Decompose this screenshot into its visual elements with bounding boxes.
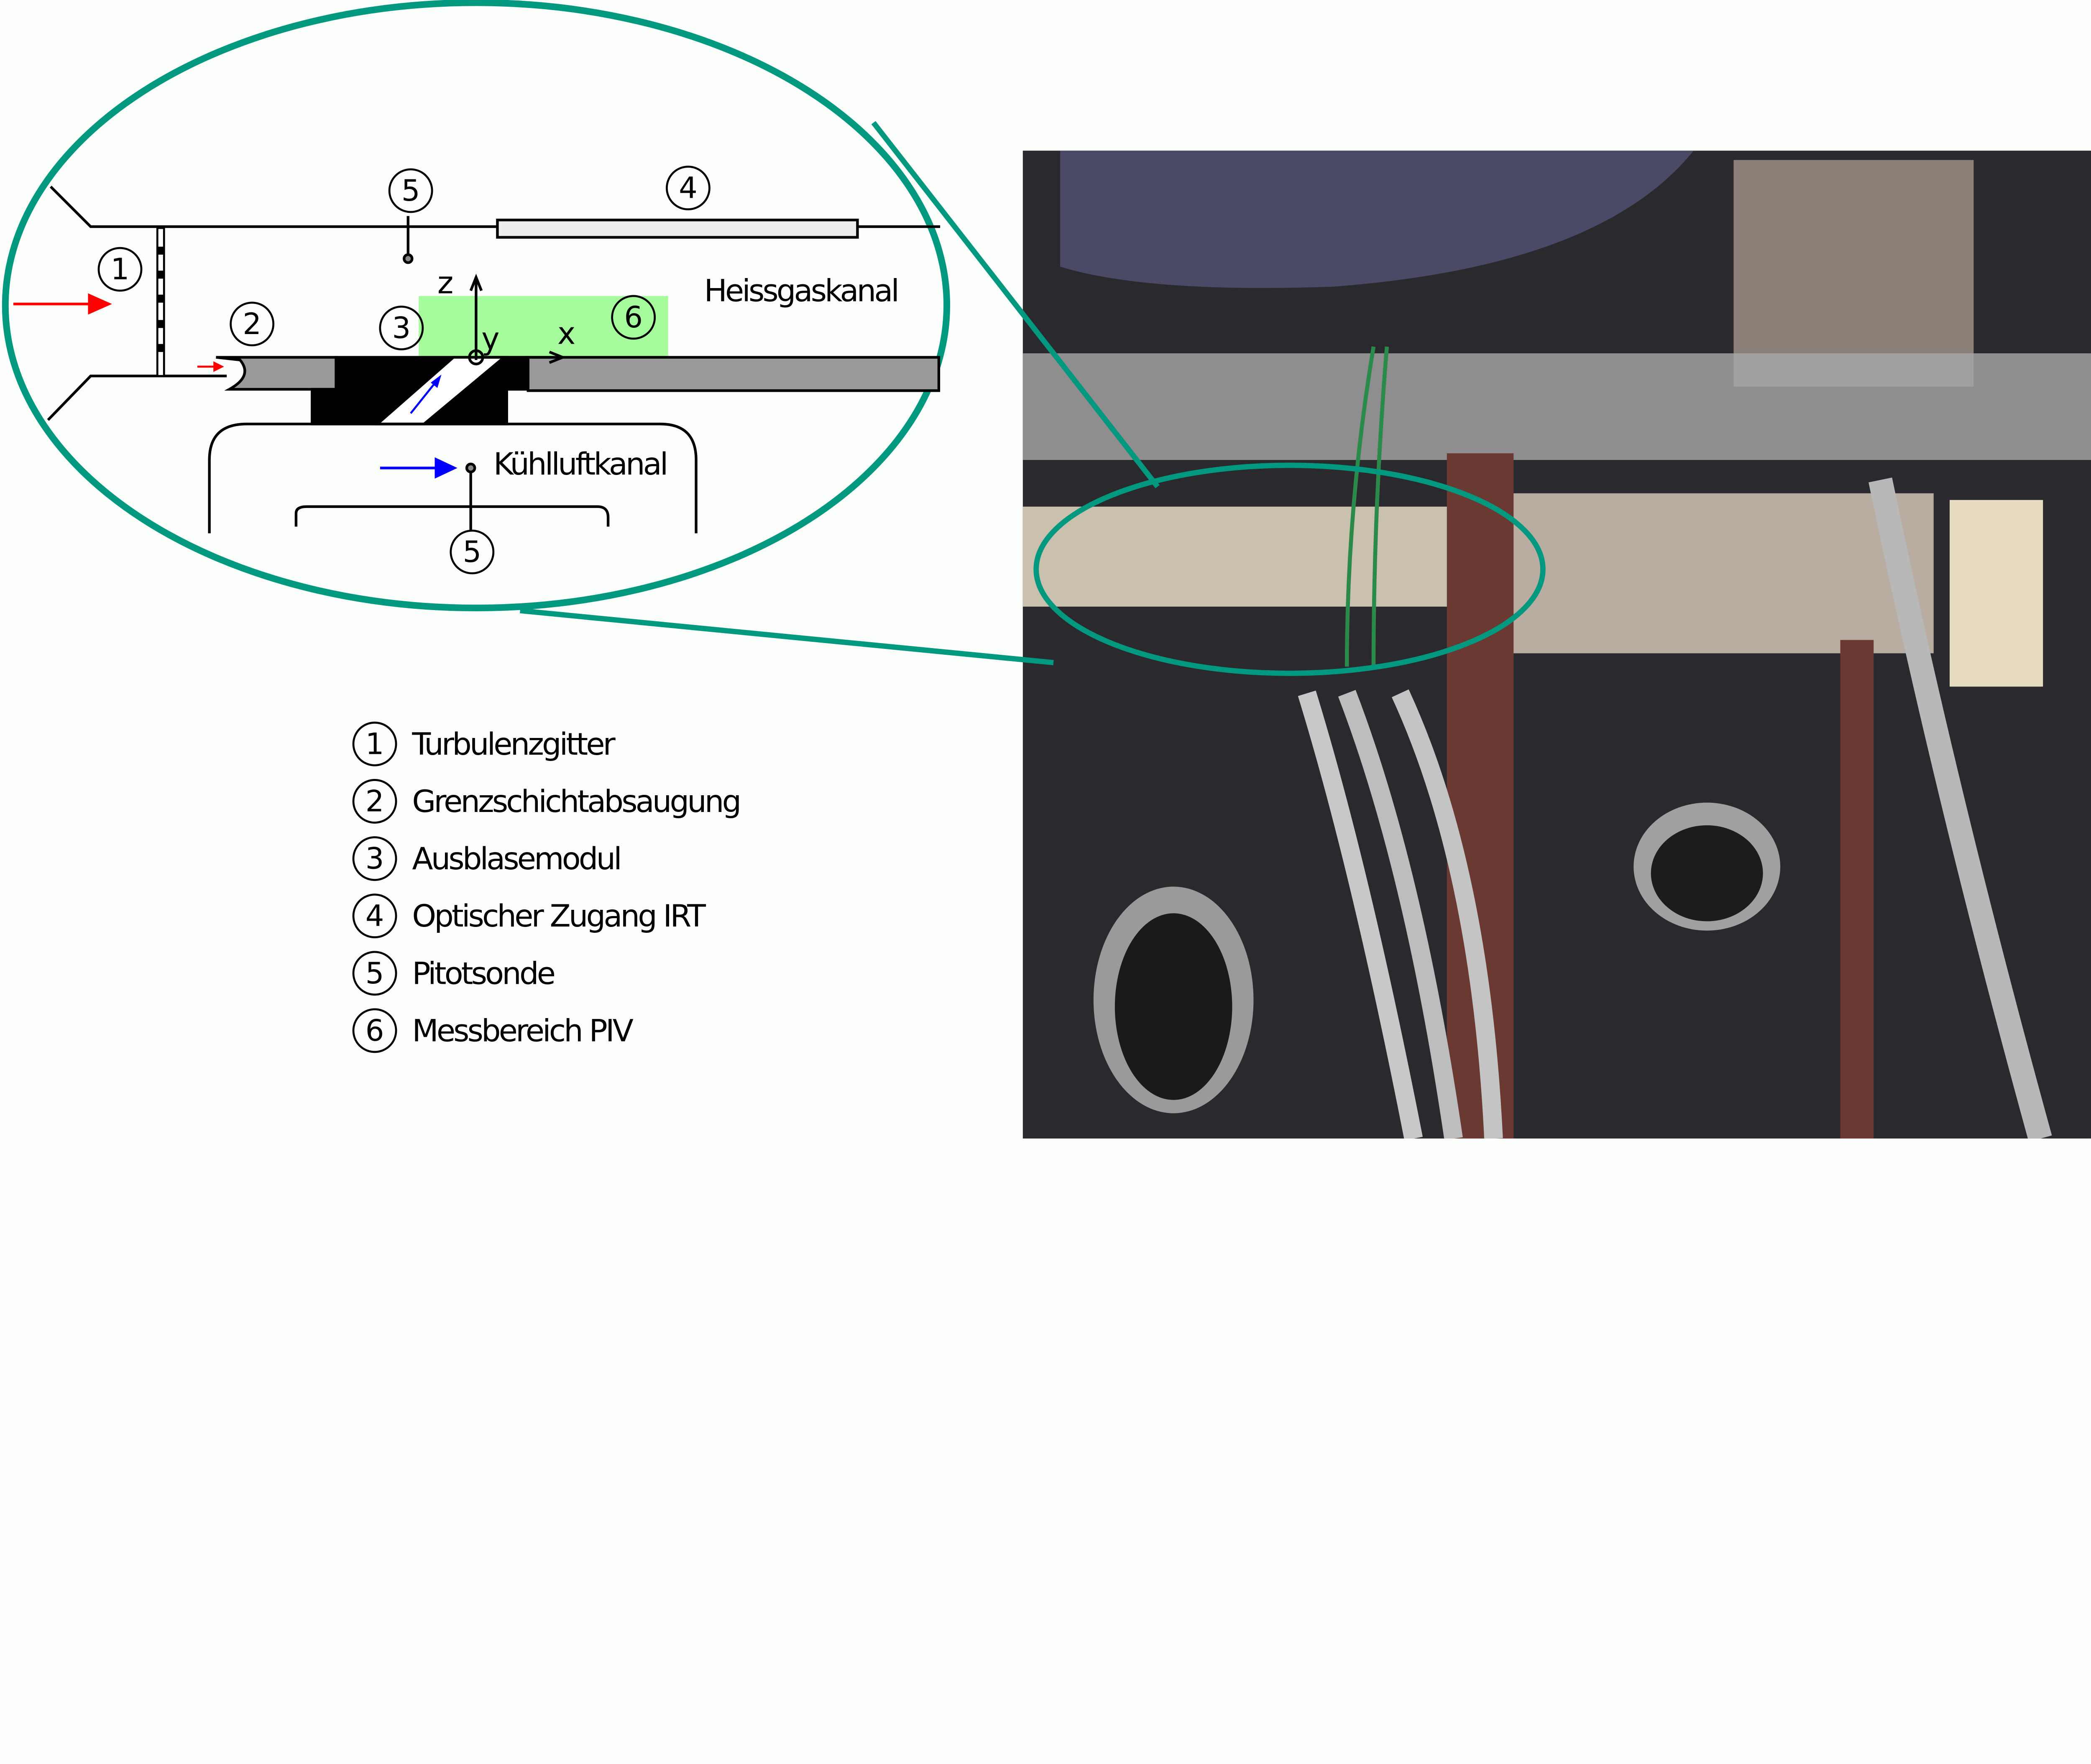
hot-channel-label: Heissgaskanal bbox=[704, 273, 897, 309]
schematic bbox=[47, 186, 941, 534]
svg-text:Ausblasemodul: Ausblasemodul bbox=[412, 841, 620, 877]
svg-text:5: 5 bbox=[366, 956, 384, 990]
legend-item: 1 Turbulenzgitter bbox=[352, 721, 618, 766]
svg-text:4: 4 bbox=[679, 171, 698, 205]
bottom-wall bbox=[527, 356, 941, 392]
optical-access-window bbox=[496, 218, 859, 239]
svg-text:Messbereich PIV: Messbereich PIV bbox=[412, 1013, 633, 1049]
marker-6: 6 bbox=[611, 295, 656, 340]
svg-text:5: 5 bbox=[463, 535, 482, 569]
piv-measurement-area bbox=[419, 296, 668, 356]
svg-text:1: 1 bbox=[111, 252, 130, 286]
hot-gas-flow-arrow bbox=[13, 293, 112, 315]
suction-flow-arrow bbox=[197, 361, 224, 372]
marker-5-bottom: 5 bbox=[450, 529, 495, 574]
marker-4: 4 bbox=[665, 166, 711, 211]
zoom-connector bbox=[520, 121, 1546, 676]
svg-text:6: 6 bbox=[366, 1013, 384, 1048]
svg-text:Optischer Zugang IRT: Optischer Zugang IRT bbox=[412, 899, 706, 934]
svg-text:2: 2 bbox=[243, 307, 261, 341]
svg-text:5: 5 bbox=[401, 174, 420, 208]
axis-x-label: x bbox=[557, 316, 575, 352]
legend-item: 2 Grenzschichtabsaugung bbox=[352, 779, 741, 824]
svg-text:Turbulenzgitter: Turbulenzgitter bbox=[412, 727, 616, 762]
legend-item: 5 Pitotsonde bbox=[352, 951, 557, 996]
coolant-flow-arrow bbox=[380, 457, 458, 479]
svg-text:Grenzschichtabsaugung: Grenzschichtabsaugung bbox=[412, 784, 739, 819]
svg-text:2: 2 bbox=[366, 784, 384, 818]
svg-text:1: 1 bbox=[366, 727, 384, 761]
cooling-channel-label: Kühlluftkanal bbox=[493, 447, 667, 482]
svg-text:3: 3 bbox=[392, 311, 411, 345]
svg-text:Pitotsonde: Pitotsonde bbox=[412, 956, 554, 991]
legend-item: 6 Messbereich PIV bbox=[352, 1008, 636, 1053]
axis-z-label: z bbox=[437, 265, 452, 301]
figure: Heissgaskanal Kühlluftkanal z y x 1 2 3 … bbox=[2, 0, 2091, 1139]
test-rig-photo bbox=[1022, 151, 2091, 1139]
jet-flow-arrow bbox=[410, 375, 442, 414]
legend-item: 4 Optischer Zugang IRT bbox=[352, 893, 708, 939]
svg-text:4: 4 bbox=[366, 899, 384, 933]
svg-text:3: 3 bbox=[366, 842, 384, 876]
axis-y-label: y bbox=[481, 321, 499, 357]
marker-2: 2 bbox=[230, 301, 275, 347]
marker-3: 3 bbox=[379, 306, 424, 350]
svg-text:6: 6 bbox=[624, 300, 643, 334]
photo-highlight-ellipse bbox=[1033, 462, 1546, 676]
legend-item: 3 Ausblasemodul bbox=[352, 836, 622, 881]
marker-1: 1 bbox=[97, 247, 143, 292]
marker-5-top: 5 bbox=[388, 168, 433, 213]
